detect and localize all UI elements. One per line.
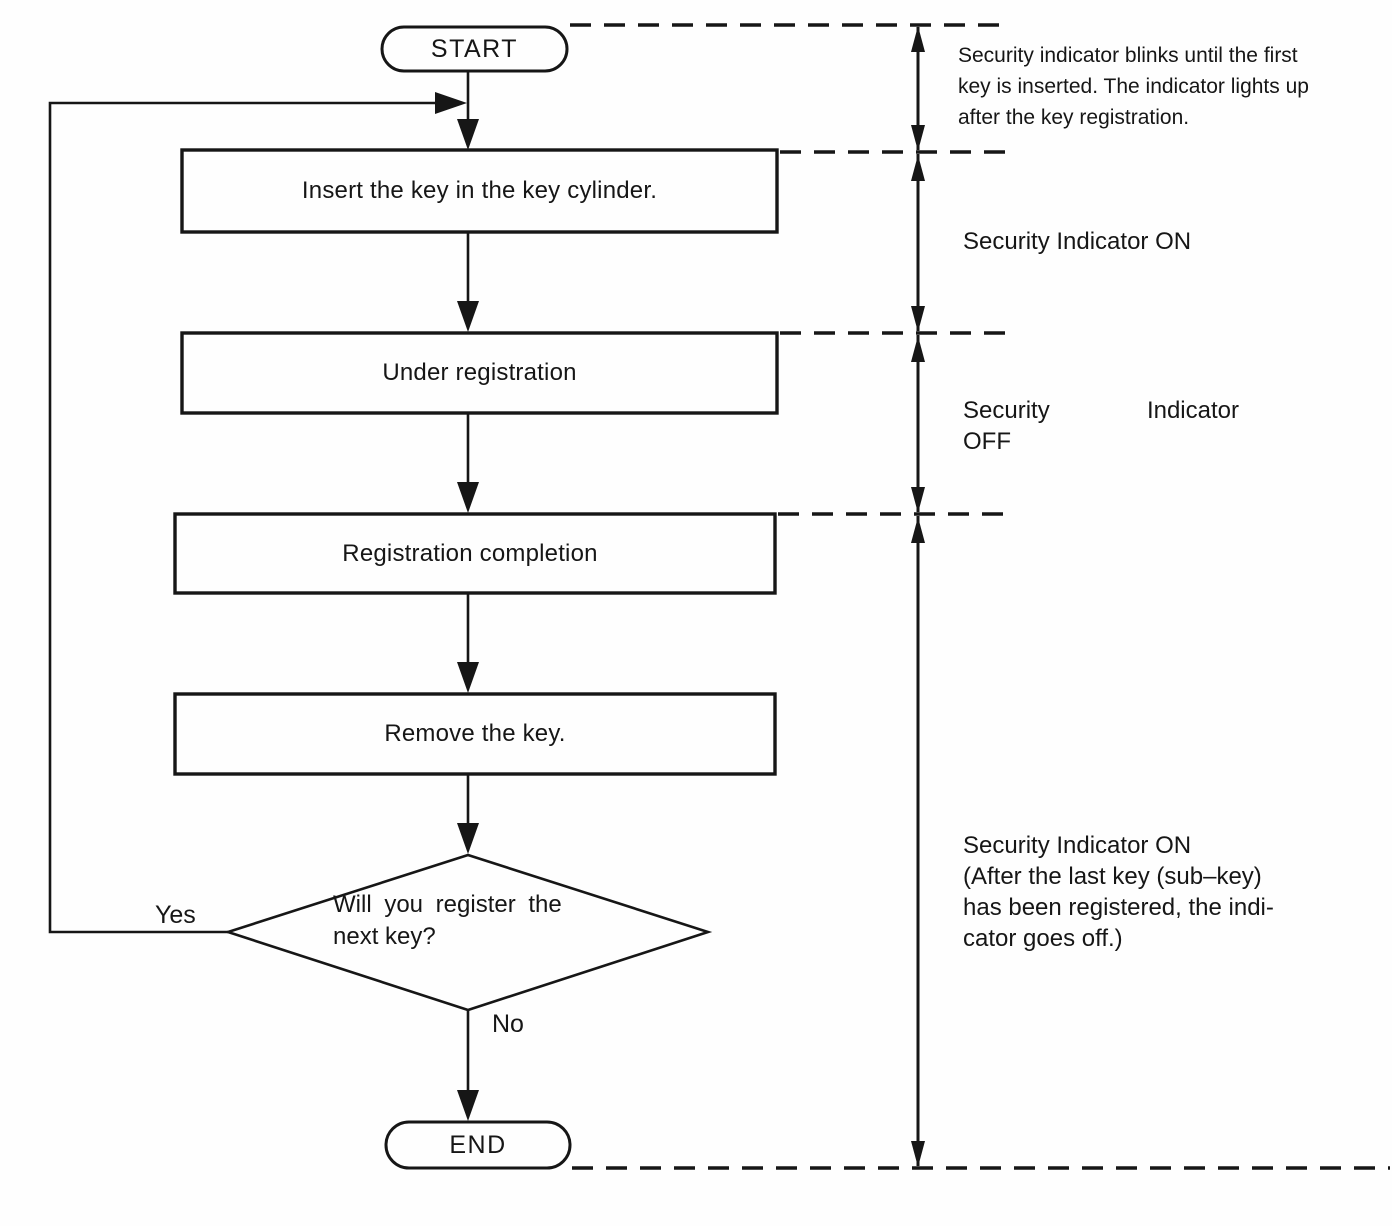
annotation-indicator-off-word1: Security — [963, 397, 1050, 424]
step-insert-key-box — [180, 148, 779, 234]
annotation-indicator-on-after-last-key: Security Indicator ON (After the last ke… — [963, 832, 1274, 952]
indicator-measure-line — [911, 26, 925, 1167]
step-insert-key-label: Insert the key in the key cylinder. — [301, 177, 658, 204]
annotation-indicator-off-line2: OFF — [963, 428, 1011, 455]
decision-label-line2: next key? — [333, 923, 436, 950]
measure-arrowheads — [911, 26, 925, 1167]
step-remove-key-label: Remove the key. — [384, 720, 566, 747]
decision-label: Will you register the next key? — [333, 889, 562, 953]
flow-arrowheads — [435, 92, 479, 1121]
start-label: START — [430, 34, 519, 63]
decision-label-line1: Will you register the — [333, 891, 562, 918]
annotation-indicator-blinks: Security indicator blinks until the firs… — [958, 44, 1309, 129]
start-node — [380, 25, 569, 73]
no-branch-label: No — [492, 1010, 524, 1038]
flow-connectors — [48, 71, 479, 1121]
decision-diamond — [223, 853, 713, 1012]
step-under-registration-label: Under registration — [382, 359, 577, 386]
dashed-guide-lines — [570, 23, 1390, 1170]
annotation-indicator-on: Security Indicator ON — [963, 228, 1192, 255]
step-remove-key-box — [173, 692, 777, 776]
step-registration-completion-label: Registration completion — [342, 539, 598, 567]
yes-branch-label: Yes — [155, 901, 196, 929]
end-label: END — [449, 1130, 507, 1159]
step-under-registration-box — [180, 331, 779, 415]
yes-loop-line — [48, 101, 436, 934]
annotation-indicator-off-word2: Indicator — [1146, 397, 1239, 424]
step-registration-completion-box — [173, 512, 777, 595]
end-node — [384, 1120, 572, 1170]
annotation-indicator-off: Security Indicator OFF — [963, 395, 1239, 457]
